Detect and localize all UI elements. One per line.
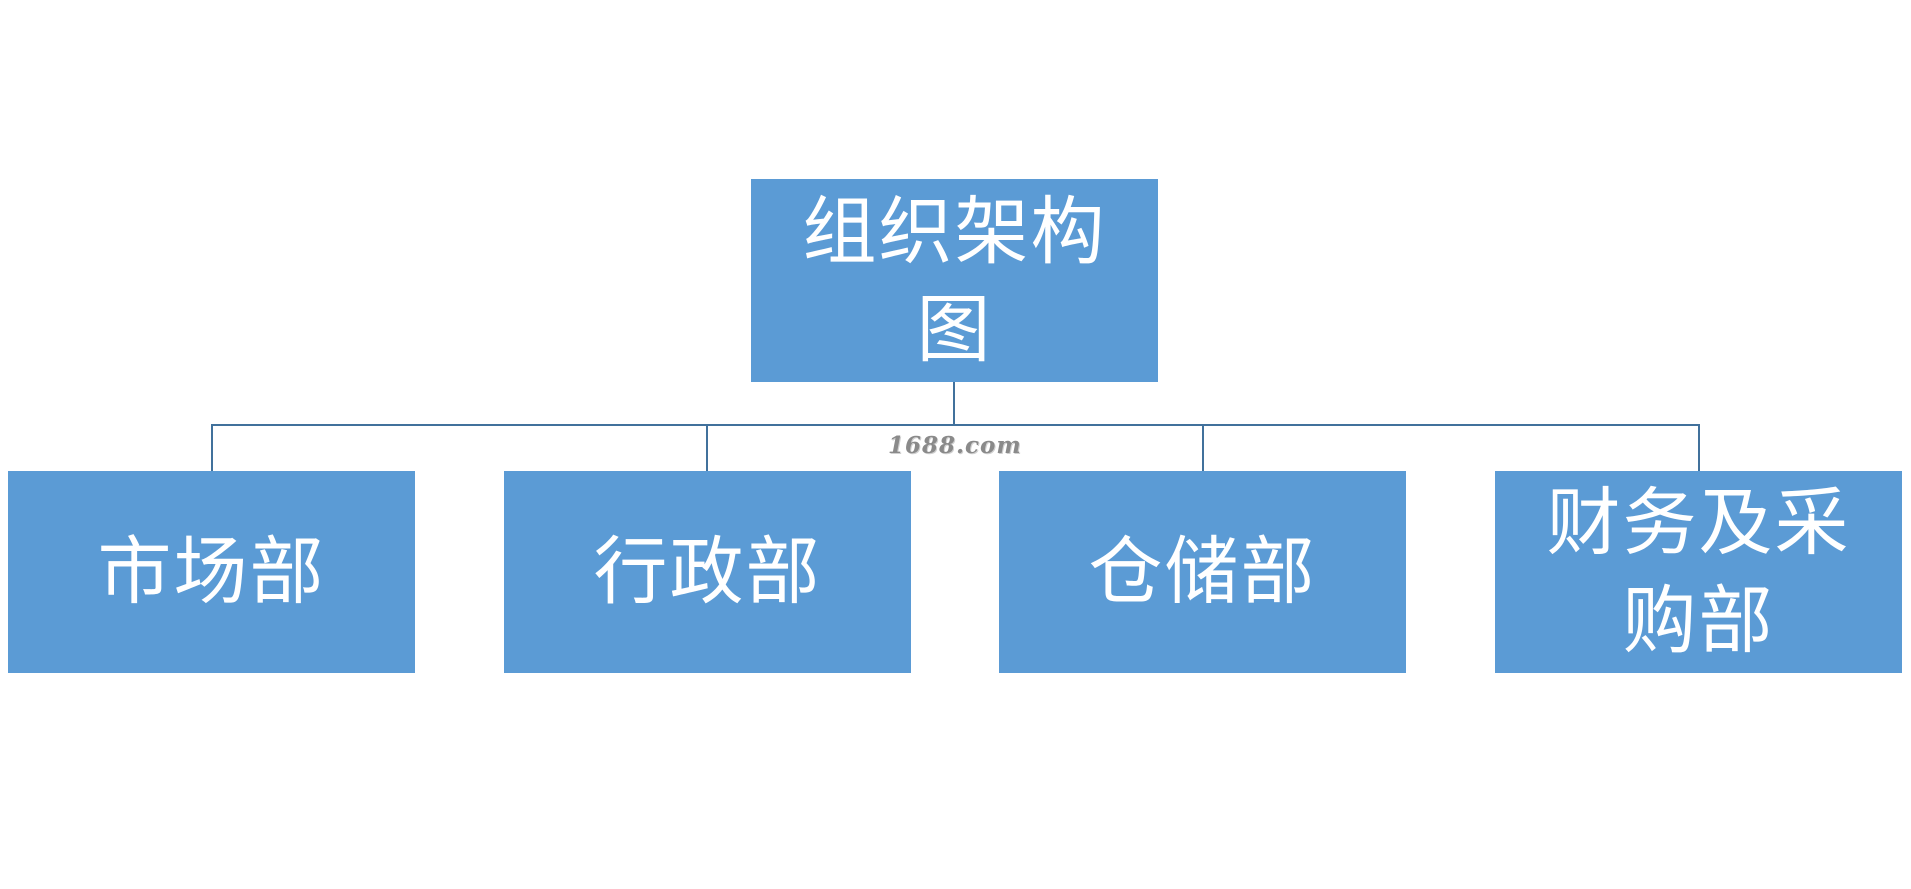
root-connector-vertical [953, 382, 955, 426]
child-node-box: 市场部 [8, 471, 415, 673]
child-node-box: 行政部 [504, 471, 911, 673]
child-connector-1 [706, 424, 708, 471]
root-node-box: 组织架构图 [751, 179, 1158, 382]
child-node-box: 财务及采购部 [1495, 471, 1902, 673]
child-connector-3 [1698, 424, 1700, 471]
root-node-label: 组织架构图 [802, 188, 1107, 373]
child-node-label: 财务及采购部 [1546, 480, 1851, 664]
child-connector-2 [1202, 424, 1204, 471]
child-node-label: 仓储部 [1088, 529, 1317, 615]
child-node-label: 行政部 [593, 529, 822, 615]
connector-horizontal-bar [211, 424, 1700, 426]
child-connector-0 [211, 424, 213, 471]
child-node-box: 仓储部 [999, 471, 1406, 673]
child-node-label: 市场部 [97, 529, 326, 615]
watermark-text: 1688.com [888, 432, 1022, 459]
